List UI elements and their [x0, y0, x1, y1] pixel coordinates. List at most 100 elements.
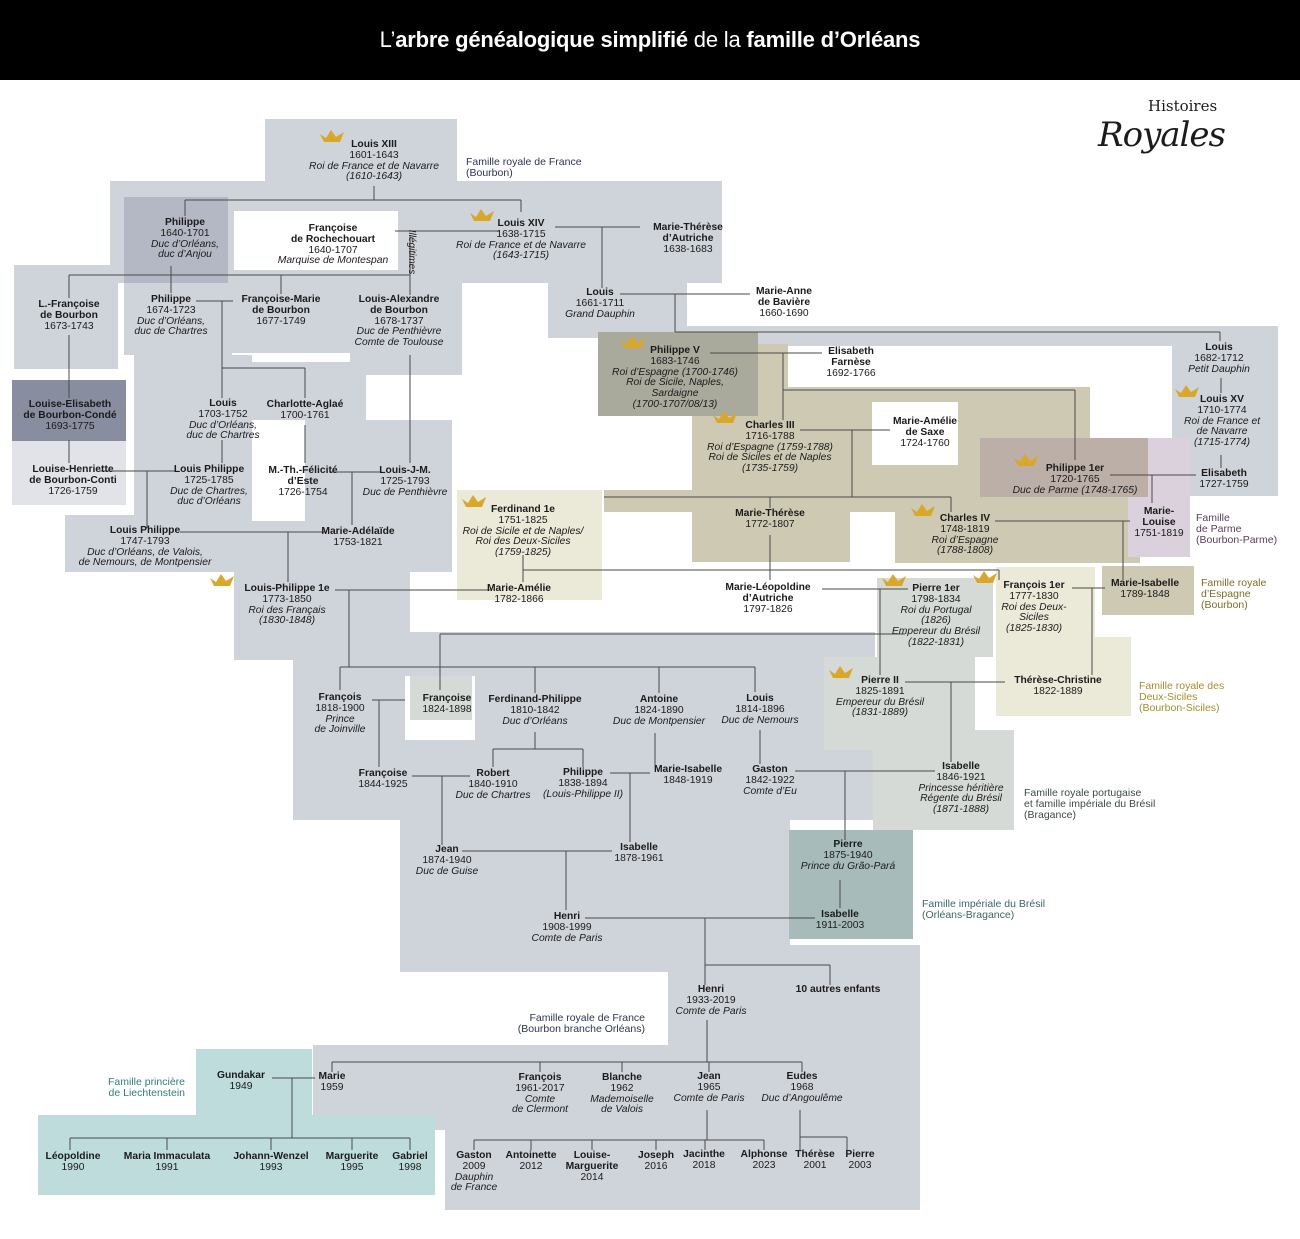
person-title: Roi de Sicile et de Naples/ [462, 525, 584, 537]
region-france [445, 1130, 920, 1210]
person-name: Eudes [786, 1071, 818, 1082]
region-france [232, 282, 462, 353]
region-white [872, 402, 958, 465]
person-dates: 1962 [610, 1082, 634, 1094]
title-part: de la [687, 27, 747, 52]
person-title: Roi de Sicile, Naples, [626, 377, 724, 389]
person-title: Marquise de Montespan [277, 255, 389, 267]
family-label: Famille royale d’Espagne (Bourbon) [1201, 577, 1267, 611]
person-name: Louis [209, 398, 237, 409]
person-dates: 1683-1746 [650, 355, 700, 367]
person-name: Henri [553, 911, 581, 922]
person-name: Marie-Isabelle [1110, 578, 1180, 589]
person-dates: 1874-1940 [422, 854, 472, 866]
person-title: Comte [524, 1093, 556, 1105]
person-dates: 1693-1775 [45, 420, 95, 432]
person-dates: 1640-1707 [308, 244, 358, 256]
crown-icon [882, 574, 906, 586]
person-dates: 1949 [229, 1080, 253, 1092]
person-name: Henri [697, 984, 725, 995]
person-title: Roi des Français [248, 604, 326, 616]
region-france [350, 353, 462, 375]
person-dates: 1824-1898 [422, 703, 472, 715]
person-dates: 1710-1774 [1197, 404, 1247, 416]
person-name: Gaston [752, 764, 788, 775]
person-dates: 1911-2003 [815, 919, 865, 931]
person-name: Philippe 1er [1045, 463, 1105, 474]
person-dates: 1782-1866 [494, 593, 544, 605]
crown-icon [1014, 454, 1039, 466]
person-name: Charles III [745, 420, 795, 431]
person-dates: 1673-1743 [44, 320, 94, 332]
person-title: Roi des Deux-Siciles [475, 536, 571, 548]
person-title: Roi du Portugal [900, 604, 972, 616]
person-title: Grand Dauphin [565, 308, 635, 320]
region-france [124, 283, 232, 355]
person-name: Thérèse [795, 1149, 835, 1160]
person-name: Louis [746, 693, 774, 704]
person-dates: 1720-1765 [1050, 473, 1100, 485]
person-title: Prince [325, 713, 355, 725]
person-name: Léopoldine [45, 1151, 101, 1162]
person-title: duc de Chartres [134, 326, 208, 338]
person-name: Françoise de Rochechouart [290, 223, 376, 245]
region-liechtenstein [38, 1115, 435, 1195]
title-part: L’ [379, 27, 396, 52]
person-title: Duc de Parme (1748-1765) [1012, 484, 1138, 496]
person-title: Princesse héritière [918, 782, 1004, 794]
region-white [252, 455, 305, 521]
region-france [410, 632, 875, 662]
person-name: Françoise [358, 768, 408, 779]
person-name: Louise- Marguerite [565, 1150, 619, 1172]
person-name: M.-Th.-Félicité d’Este [268, 465, 338, 487]
person-title: Sardaigne [651, 388, 699, 400]
region-france [668, 945, 920, 1048]
person-title: Comte de Paris [675, 1005, 747, 1017]
person-title: Roi d’Espagne (1759-1788) [707, 441, 833, 453]
person-title: (1715-1774) [1193, 437, 1251, 449]
person-name: Charlotte-Aglaé [266, 399, 344, 410]
person-title: (1788-1808) [936, 545, 994, 557]
person-dates: 1814-1896 [735, 703, 785, 715]
person-dates: 1753-1821 [333, 536, 383, 548]
person-dates: 1789-1848 [1120, 588, 1170, 600]
person-title: Comte de Paris [531, 932, 603, 944]
person-title: (1822-1831) [907, 636, 965, 648]
region-france [14, 265, 118, 369]
person-title: Empereur du Brésil [891, 626, 981, 638]
person-name: Philippe [150, 294, 192, 305]
region-bragance [410, 676, 472, 720]
person-title: (1735-1759) [741, 463, 799, 475]
person-dates: 1840-1910 [468, 778, 518, 790]
person-title: (1825-1830) [1005, 623, 1063, 635]
person-name: Marie-Léopoldine d’Autriche [725, 582, 811, 604]
person-name: Marie-Amélie [486, 583, 552, 594]
illegitimes-label: Illégitimes [406, 229, 417, 275]
